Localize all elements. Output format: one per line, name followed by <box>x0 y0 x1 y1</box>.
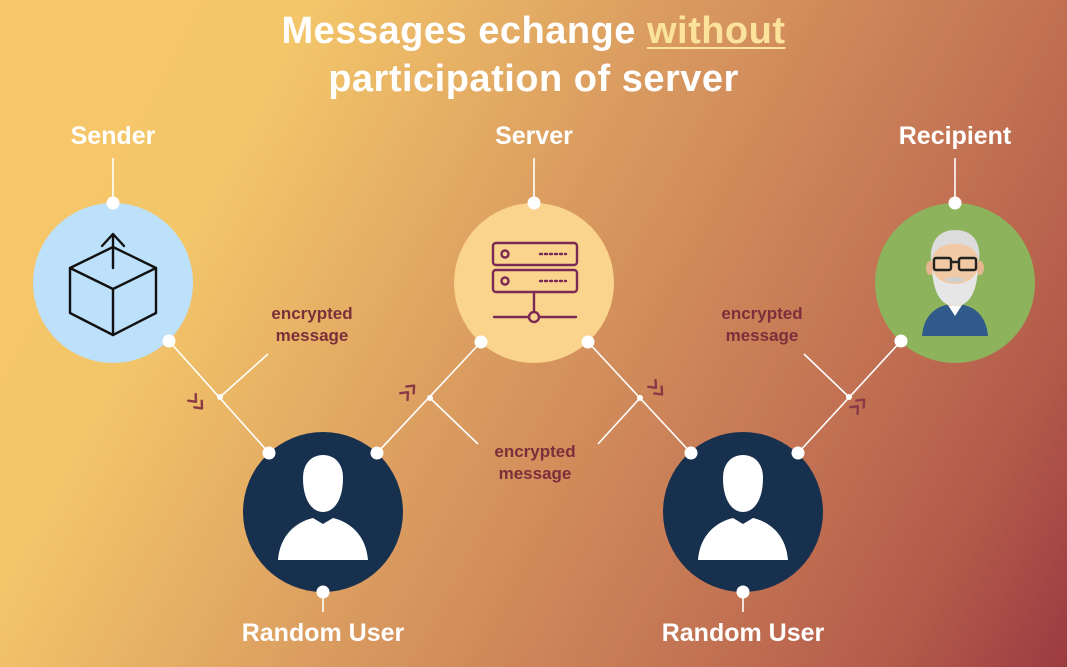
title-line-2: participation of server <box>328 58 739 100</box>
dot <box>581 335 595 349</box>
dot <box>894 334 908 348</box>
dot <box>474 335 488 349</box>
caption-line: message <box>498 464 572 483</box>
caption-line: message <box>725 326 799 345</box>
dot <box>106 196 120 210</box>
double-chevron-icon <box>647 378 664 396</box>
double-chevron-icon <box>399 384 416 402</box>
recipient-label: Recipient <box>898 122 1012 150</box>
dot <box>262 446 276 460</box>
caption3-pointer <box>803 353 850 398</box>
dot <box>316 585 330 599</box>
title-highlight: without <box>646 10 786 52</box>
caption-encrypted-message-3: encrypted message <box>692 303 832 347</box>
double-chevron-icon <box>849 398 866 416</box>
caption-line: message <box>275 326 349 345</box>
junction-dots <box>106 196 962 599</box>
caption2-pointer <box>429 397 479 445</box>
caption-line: encrypted <box>271 304 353 323</box>
caption-line: encrypted <box>494 442 576 461</box>
caption-line: encrypted <box>721 304 803 323</box>
user-silhouette-icon <box>698 455 788 560</box>
server-rack-icon <box>491 241 579 324</box>
caption-encrypted-message-1: encrypted message <box>242 303 382 347</box>
caption1-pointer <box>219 353 269 398</box>
sender-circle <box>33 203 193 363</box>
server-label: Server <box>495 122 573 150</box>
caption-encrypted-message-2: encrypted message <box>465 441 605 485</box>
sender-label: Sender <box>70 122 156 150</box>
dot-small <box>637 395 643 401</box>
package-upload-icon <box>68 232 158 337</box>
random-user-2-label: Random User <box>661 619 825 647</box>
arrows <box>187 378 866 416</box>
dot-small <box>427 395 433 401</box>
title-line-1: Messages echange without <box>0 10 1067 53</box>
dot <box>162 334 176 348</box>
dot <box>736 585 750 599</box>
dot-small <box>217 394 223 400</box>
caption2-pointer-b <box>597 397 641 445</box>
random-user-1-label: Random User <box>241 619 405 647</box>
dot <box>791 446 805 460</box>
dot <box>684 446 698 460</box>
title-prefix: Messages echange <box>281 10 647 52</box>
dot <box>527 196 541 210</box>
dot-small <box>846 394 852 400</box>
dot <box>370 446 384 460</box>
user-silhouette-icon <box>278 455 368 560</box>
elderly-man-avatar-icon <box>922 230 988 336</box>
double-chevron-icon <box>187 392 204 410</box>
dot <box>948 196 962 210</box>
